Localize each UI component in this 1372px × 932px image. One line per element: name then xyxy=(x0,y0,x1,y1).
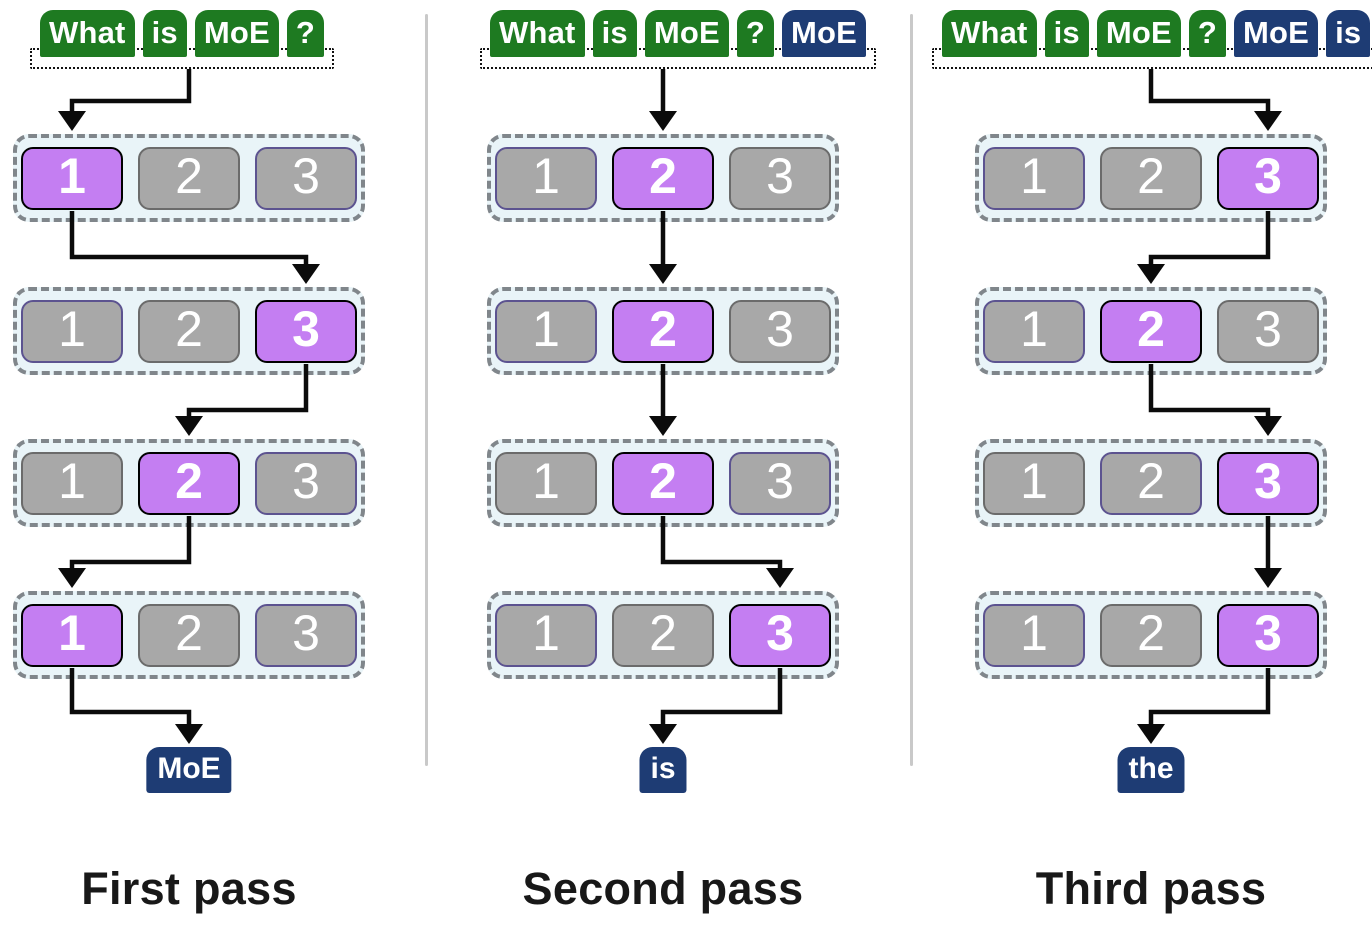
token-MoE: MoE xyxy=(782,10,867,57)
output-token: MoE xyxy=(146,747,232,793)
expert-box-2: 2 xyxy=(1100,451,1202,515)
expert-box-3: 3 xyxy=(1217,299,1319,363)
token-is: is xyxy=(142,10,187,57)
expert-box-2-selected: 2 xyxy=(612,146,714,210)
arrowhead-down-icon xyxy=(58,111,86,131)
expert-box-1: 1 xyxy=(983,603,1085,667)
column-divider-1 xyxy=(425,14,428,766)
token-q: ? xyxy=(736,10,775,57)
arrowhead-down-icon xyxy=(649,264,677,284)
pass-label-second: Second pass xyxy=(522,863,804,914)
expert-box-1: 1 xyxy=(495,146,597,210)
pass-label-third: Third pass xyxy=(1035,863,1267,914)
expert-box-3: 3 xyxy=(729,451,831,515)
expert-box-1: 1 xyxy=(495,299,597,363)
expert-box-3: 3 xyxy=(729,146,831,210)
expert-box-3-selected: 3 xyxy=(729,603,831,667)
column-divider-2 xyxy=(910,14,913,766)
expert-box-3-selected: 3 xyxy=(255,299,357,363)
expert-box-2-selected: 2 xyxy=(138,451,240,515)
arrowhead-down-icon xyxy=(1137,724,1165,744)
arrowhead-down-icon xyxy=(175,416,203,436)
routing-arrow xyxy=(1137,668,1271,744)
arrowhead-down-icon xyxy=(1137,264,1165,284)
arrowhead-down-icon xyxy=(649,111,677,131)
arrowhead-down-icon xyxy=(1254,568,1282,588)
expert-box-2: 2 xyxy=(138,146,240,210)
arrowhead-down-icon xyxy=(58,568,86,588)
token-MoE: MoE xyxy=(194,10,279,57)
token-is: is xyxy=(1326,10,1371,57)
arrowhead-down-icon xyxy=(649,724,677,744)
arrowhead-down-icon xyxy=(1254,416,1282,436)
expert-box-3: 3 xyxy=(255,451,357,515)
token-MoE: MoE xyxy=(1234,10,1319,57)
expert-box-2: 2 xyxy=(1100,603,1202,667)
output-token: the xyxy=(1117,747,1185,793)
expert-box-2: 2 xyxy=(612,603,714,667)
pass-label-first: First pass xyxy=(81,863,297,914)
expert-box-1: 1 xyxy=(495,451,597,515)
expert-box-1: 1 xyxy=(21,299,123,363)
expert-box-2-selected: 2 xyxy=(1100,299,1202,363)
expert-box-3: 3 xyxy=(729,299,831,363)
token-MoE: MoE xyxy=(644,10,729,57)
arrowhead-down-icon xyxy=(175,724,203,744)
expert-box-2: 2 xyxy=(138,299,240,363)
expert-box-3-selected: 3 xyxy=(1217,603,1319,667)
routing-arrow xyxy=(1148,69,1282,131)
expert-box-1-selected: 1 xyxy=(21,146,123,210)
expert-box-3: 3 xyxy=(255,603,357,667)
expert-box-2: 2 xyxy=(1100,146,1202,210)
expert-box-3-selected: 3 xyxy=(1217,451,1319,515)
routing-arrow xyxy=(58,69,192,131)
arrowhead-down-icon xyxy=(1254,111,1282,131)
routing-arrow xyxy=(649,668,783,744)
arrowhead-down-icon xyxy=(649,416,677,436)
arrowhead-down-icon xyxy=(766,568,794,588)
expert-box-2: 2 xyxy=(138,603,240,667)
arrowhead-down-icon xyxy=(292,264,320,284)
token-What: What xyxy=(942,10,1037,57)
expert-box-1: 1 xyxy=(983,146,1085,210)
expert-box-3-selected: 3 xyxy=(1217,146,1319,210)
expert-box-1: 1 xyxy=(495,603,597,667)
expert-box-1-selected: 1 xyxy=(21,603,123,667)
token-MoE: MoE xyxy=(1096,10,1181,57)
expert-box-1: 1 xyxy=(983,299,1085,363)
routing-arrow xyxy=(649,69,677,131)
expert-box-3: 3 xyxy=(255,146,357,210)
token-is: is xyxy=(1044,10,1089,57)
expert-box-2-selected: 2 xyxy=(612,299,714,363)
token-q: ? xyxy=(286,10,325,57)
token-What: What xyxy=(490,10,585,57)
token-What: What xyxy=(40,10,135,57)
token-is: is xyxy=(592,10,637,57)
output-token: is xyxy=(639,747,687,793)
expert-box-1: 1 xyxy=(21,451,123,515)
routing-arrow xyxy=(69,668,203,744)
expert-box-1: 1 xyxy=(983,451,1085,515)
token-q: ? xyxy=(1188,10,1227,57)
expert-box-2-selected: 2 xyxy=(612,451,714,515)
